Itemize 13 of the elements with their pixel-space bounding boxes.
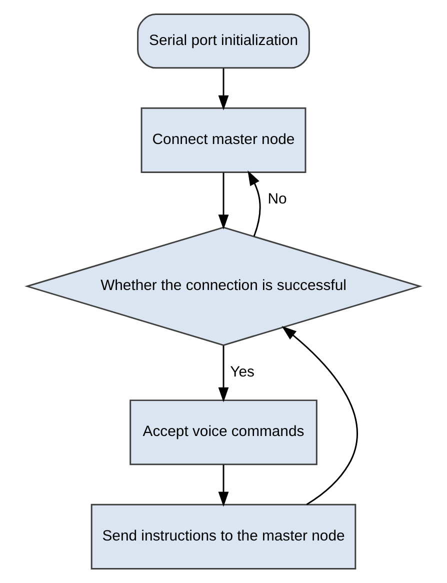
edge-label: No xyxy=(268,192,287,208)
arrow xyxy=(218,68,229,110)
arrow xyxy=(282,326,358,506)
node-box: Connect master node xyxy=(140,107,306,173)
arrow xyxy=(248,170,261,237)
node-diamond: Whether the connection is successful xyxy=(24,226,422,346)
arrow xyxy=(218,464,229,507)
arrow xyxy=(218,346,229,402)
arrow xyxy=(218,172,229,230)
node-box: Accept voice commands xyxy=(130,400,318,466)
node-box: Send instructions to the master node xyxy=(90,504,356,570)
node-box: Serial port initialization xyxy=(137,14,310,69)
edge-label: Yes xyxy=(230,364,254,380)
